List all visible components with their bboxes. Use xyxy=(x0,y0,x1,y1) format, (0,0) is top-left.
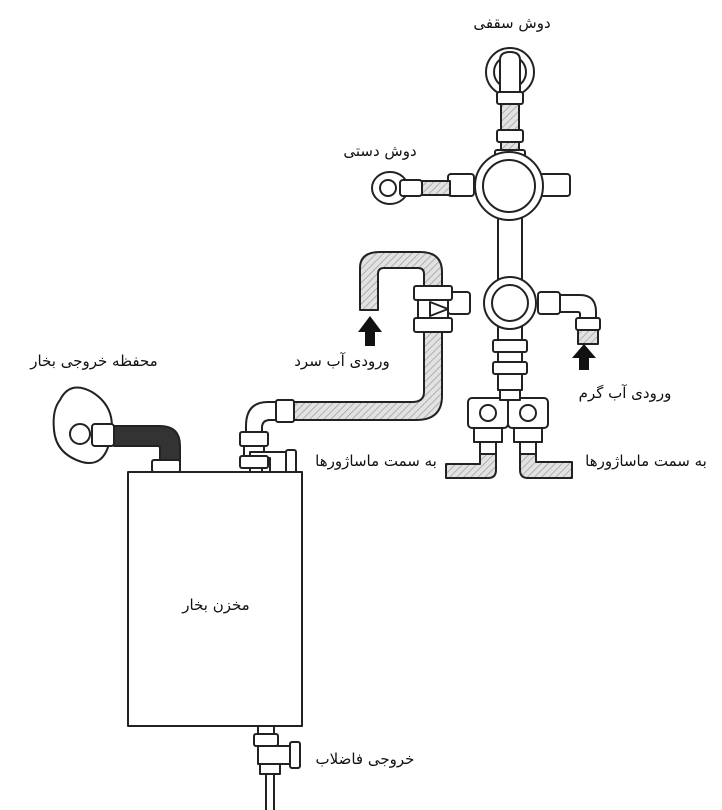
drain-fitting xyxy=(253,725,301,810)
cold-water-arrow xyxy=(358,316,382,346)
steam-tank xyxy=(127,471,303,727)
massager-hose-left xyxy=(445,453,497,479)
lower-mixer-valve xyxy=(447,276,561,330)
label-drain-outlet: خروجی فاضلاب xyxy=(316,750,415,768)
tank-inlet-fitting xyxy=(239,399,297,477)
solenoid-valve-left xyxy=(467,397,509,455)
valve-manifold xyxy=(499,389,521,401)
label-steam-outlet-cover: محفظه خروجی بخار xyxy=(29,352,157,370)
label-cold-water-inlet: ورودی آب سرد xyxy=(294,352,390,370)
cold-water-hose xyxy=(291,251,453,421)
massager-hose-right xyxy=(519,453,573,479)
upper-mixer-valve xyxy=(447,149,571,221)
hand-shower-head xyxy=(371,171,423,205)
label-hand-shower: دوش دستی xyxy=(343,142,416,160)
label-ceiling-shower: دوش سقفی xyxy=(473,14,550,32)
label-steam-tank: مخزن بخار xyxy=(181,596,249,614)
hand-shower-hose xyxy=(421,180,451,196)
label-to-massagers-left: به سمت ماساژورها xyxy=(315,452,437,470)
ceiling-shower-head xyxy=(485,47,535,97)
ceiling-shower-pipe xyxy=(496,91,524,157)
hot-water-arrow xyxy=(572,344,596,370)
steam-hose xyxy=(113,425,181,473)
solenoid-valve-right xyxy=(507,397,549,455)
label-to-massagers-right: به سمت ماساژورها xyxy=(585,452,707,470)
label-hot-water-inlet: ورودی آب گرم xyxy=(579,384,672,402)
hot-water-elbow xyxy=(559,294,601,345)
steam-outlet-cover xyxy=(52,386,115,464)
